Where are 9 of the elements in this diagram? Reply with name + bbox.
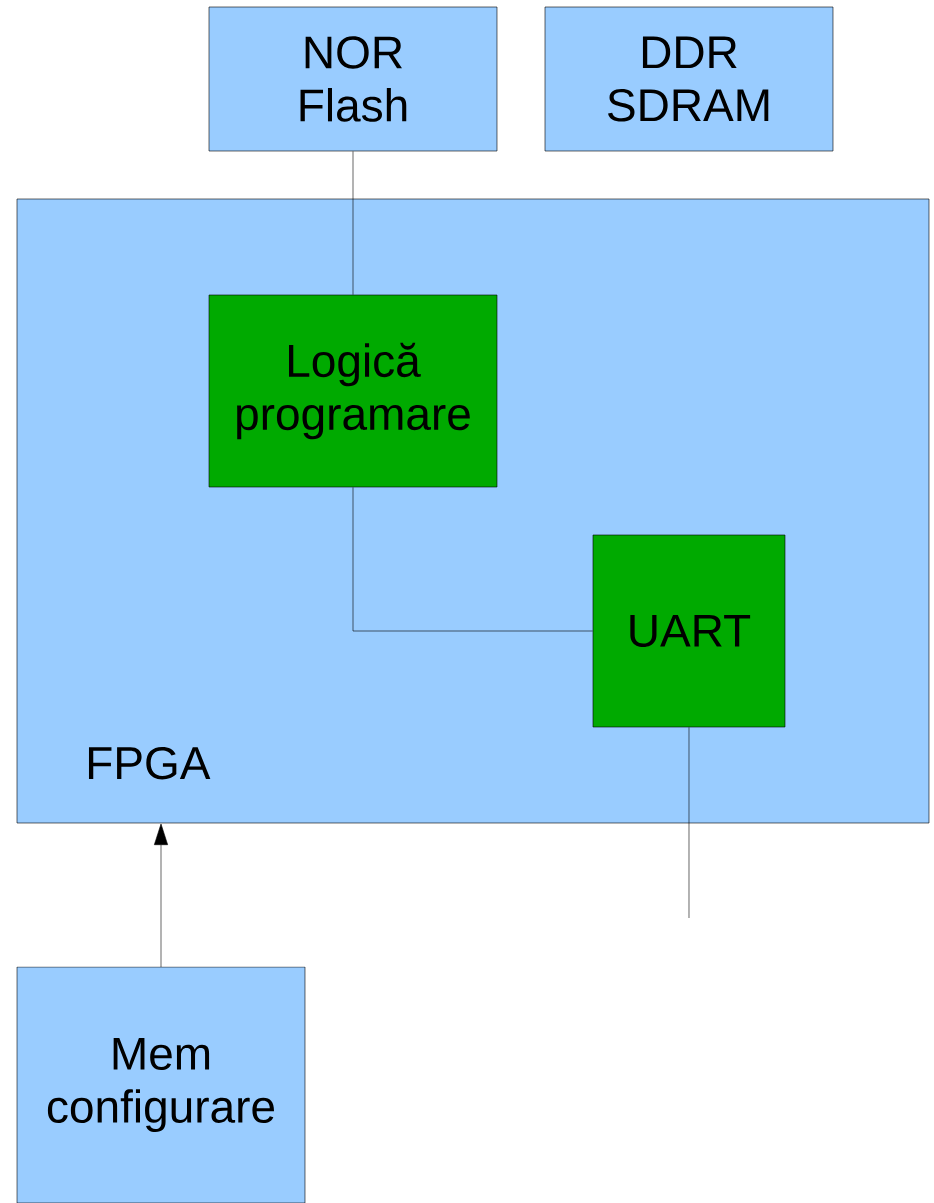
connector bbox=[154, 823, 168, 968]
uart-block: UART bbox=[592, 534, 786, 728]
connector bbox=[688, 727, 690, 919]
memory-box: NOR Flash bbox=[208, 6, 498, 152]
memory-box: DDR SDRAM bbox=[544, 6, 834, 152]
connector bbox=[352, 487, 593, 632]
connector bbox=[352, 151, 354, 295]
logic-block: Logică programare bbox=[208, 294, 498, 488]
memory-box: Mem configurare bbox=[16, 966, 306, 1203]
